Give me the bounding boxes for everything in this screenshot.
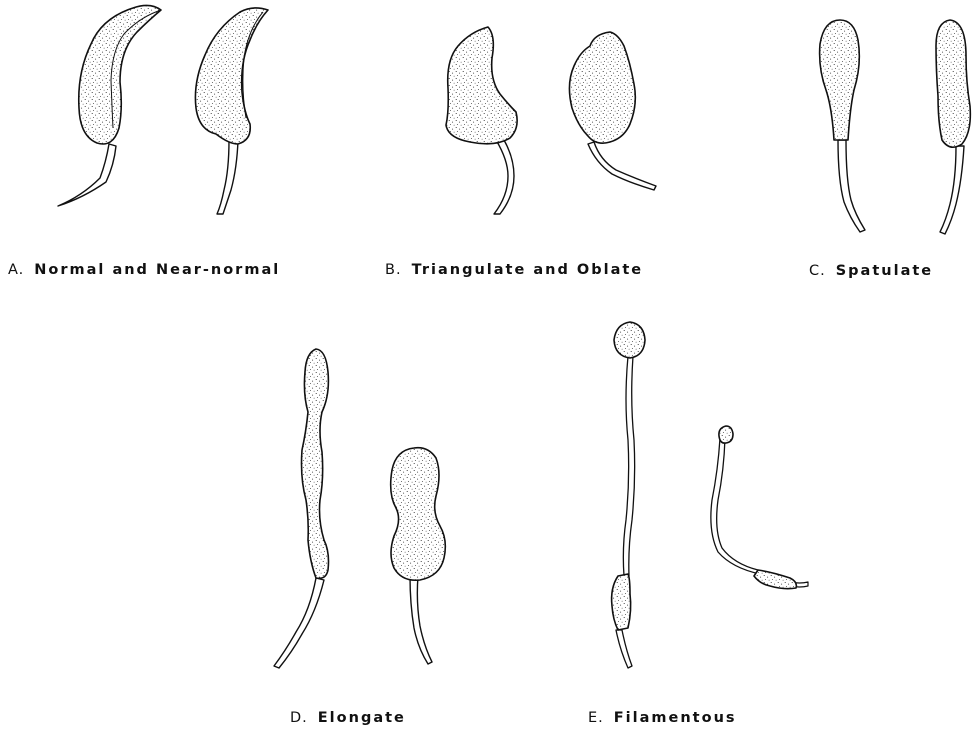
panel-c-cell-2 bbox=[936, 20, 970, 234]
caption-d-name: Elongate bbox=[318, 710, 406, 726]
caption-b: B. Triangulate and Oblate bbox=[385, 262, 643, 278]
caption-d-letter: D. bbox=[290, 710, 308, 726]
caption-a: A. Normal and Near-normal bbox=[8, 262, 280, 278]
caption-c-name: Spatulate bbox=[836, 263, 933, 279]
caption-a-letter: A. bbox=[8, 262, 24, 278]
caption-e-letter: E. bbox=[588, 710, 604, 726]
panel-d-cell-2 bbox=[391, 448, 446, 664]
panel-c-cell-1 bbox=[820, 20, 865, 232]
panel-b-cell-2 bbox=[569, 32, 656, 190]
panel-a-cell-1 bbox=[58, 5, 161, 206]
caption-e: E. Filamentous bbox=[588, 710, 737, 726]
panel-b-cell-1 bbox=[446, 27, 517, 214]
panel-e-cell-1 bbox=[612, 322, 645, 668]
caption-b-letter: B. bbox=[385, 262, 402, 278]
caption-c-letter: C. bbox=[809, 263, 826, 279]
caption-a-name: Normal and Near-normal bbox=[34, 262, 280, 278]
panel-d-cell-1 bbox=[274, 349, 329, 668]
caption-e-name: Filamentous bbox=[614, 710, 737, 726]
panel-e-cell-2 bbox=[711, 426, 808, 589]
panel-a-cell-2 bbox=[195, 8, 268, 214]
caption-c: C. Spatulate bbox=[809, 263, 933, 279]
caption-d: D. Elongate bbox=[290, 710, 406, 726]
caption-b-name: Triangulate and Oblate bbox=[412, 262, 644, 278]
